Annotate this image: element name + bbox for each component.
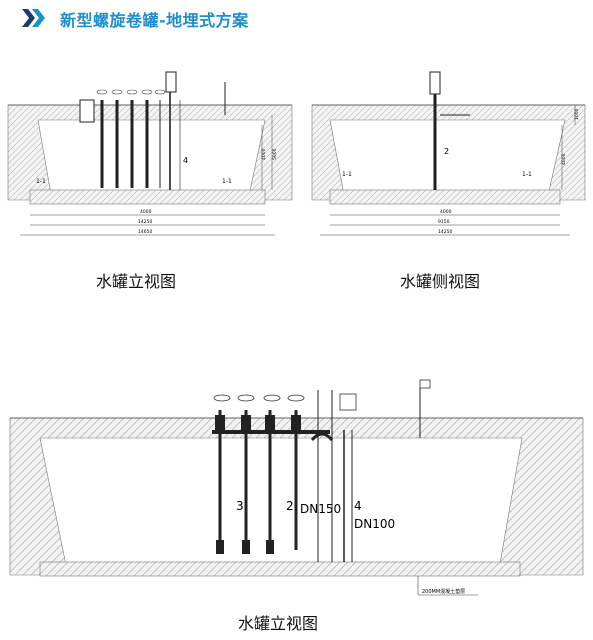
caption-view-1: 水罐立视图 [96, 272, 177, 291]
pipe-size-dn100: DN100 [354, 517, 395, 531]
dim-d1: 4000 [140, 209, 152, 215]
section-label-right: 1-1 [222, 178, 232, 185]
dim-v2: 1000 [574, 108, 580, 120]
tank-floor [29, 189, 266, 205]
elevation-view-1: 1-1 1-1 4 4000 14250 14650 4000 5000 [7, 71, 293, 236]
dim-d3: 14250 [438, 229, 452, 235]
soil-section [7, 104, 293, 201]
page-header: 新型螺旋卷罐-地埋式方案 [0, 0, 593, 36]
pump-label-3: 3 [236, 499, 244, 513]
pump-number: 4 [183, 156, 188, 165]
dim-v1: 4000 [261, 148, 267, 160]
pump-label-2: 2 [286, 499, 294, 513]
caption-view-2: 水罐侧视图 [400, 272, 481, 291]
pump-label-4: 4 [354, 499, 362, 513]
elevation-view-3: 3 2 DN150 4 DN100 200MM混凝土垫层 [9, 379, 584, 596]
section-label-left: 1-1 [36, 178, 46, 185]
bottom-note: 200MM混凝土垫层 [422, 588, 465, 595]
section-label-left: 1-1 [342, 171, 352, 178]
pump-number: 2 [444, 147, 449, 156]
section-label-right: 1-1 [522, 171, 532, 178]
dim-d3: 14650 [138, 229, 152, 235]
double-chevron-icon [22, 9, 45, 27]
pump-columns [218, 388, 421, 562]
tank-floor [329, 189, 561, 205]
soil-section [9, 417, 584, 576]
dim-d2: 14250 [138, 219, 152, 225]
page-title: 新型螺旋卷罐-地埋式方案 [60, 11, 249, 30]
pump-group [79, 71, 226, 190]
side-view: 1-1 1-1 2 4000 9150 14250 4000 1000 [311, 71, 586, 236]
tank-floor [39, 561, 521, 577]
dim-v2: 5000 [272, 148, 278, 160]
dim-d1: 4000 [440, 209, 452, 215]
dim-v1: 4000 [561, 153, 567, 165]
pipe-size-dn150: DN150 [300, 502, 341, 516]
caption-view-3: 水罐立视图 [238, 614, 319, 633]
dim-d2: 9150 [438, 219, 450, 225]
